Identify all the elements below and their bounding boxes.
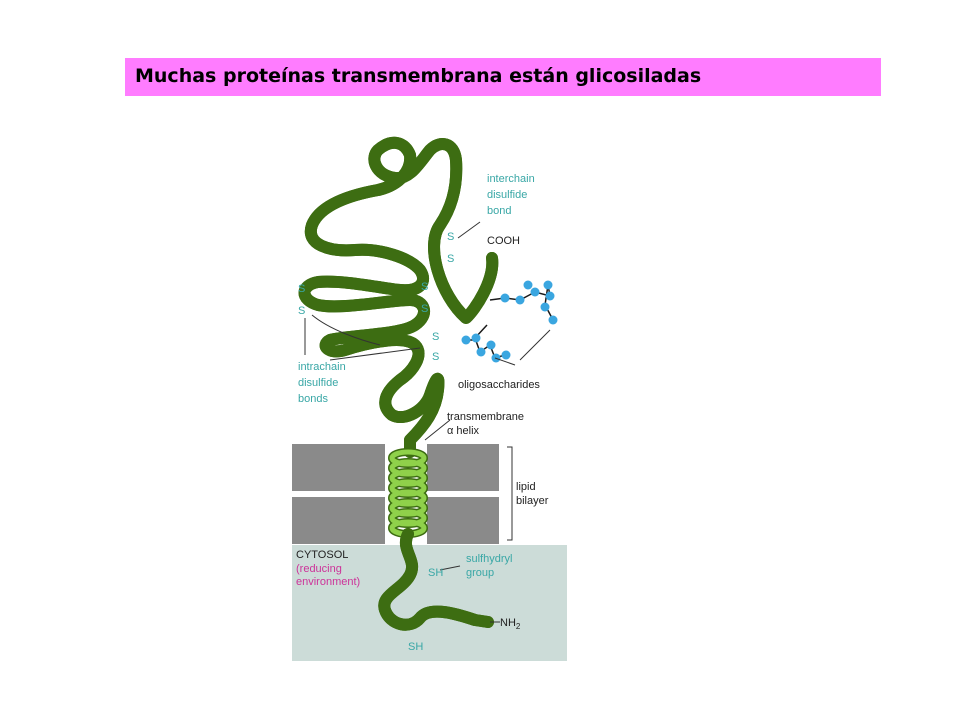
- label-intrachain: intrachain: [298, 361, 346, 373]
- label-sh-lower: SH: [408, 641, 423, 653]
- label-nh2: NH2: [500, 617, 521, 631]
- label-interchain: interchain: [487, 173, 535, 185]
- bilayer-bracket: [507, 446, 513, 541]
- membrane-outer-left: [292, 444, 385, 491]
- s-intra-1: S: [298, 283, 305, 295]
- label-reducing: (reducing: [296, 563, 342, 575]
- label-intrachain-bonds: bonds: [298, 393, 328, 405]
- protein-chain: [305, 143, 493, 625]
- membrane-inner-left: [292, 497, 385, 544]
- title-bar: Muchas proteínas transmembrana están gli…: [125, 58, 881, 96]
- label-oligosaccharides: oligosaccharides: [458, 379, 540, 391]
- membrane-inner-right: [427, 497, 499, 544]
- label-cooh: COOH: [487, 235, 520, 247]
- transmembrane-helix: [388, 448, 428, 538]
- label-environment: environment): [296, 576, 360, 588]
- label-interchain-disulfide: disulfide: [487, 189, 527, 201]
- leader-lines: [304, 221, 551, 623]
- label-alpha-helix: α helix: [447, 425, 480, 437]
- label-interchain-bond: bond: [487, 205, 511, 217]
- label-bilayer: bilayer: [516, 495, 549, 507]
- oligosaccharide-chains: [461, 280, 558, 363]
- label-cytosol: CYTOSOL: [296, 549, 348, 561]
- page-title: Muchas proteínas transmembrana están gli…: [135, 65, 702, 87]
- diagram-labels: interchain disulfide bond COOH S S S S S…: [296, 173, 549, 653]
- label-sh-upper: SH: [428, 567, 443, 579]
- label-intrachain-disulfide: disulfide: [298, 377, 338, 389]
- label-group: group: [466, 567, 494, 579]
- cytosol-region: [292, 545, 567, 661]
- s-intra-5: S: [432, 331, 439, 343]
- label-lipid: lipid: [516, 481, 536, 493]
- s-intra-3: S: [421, 281, 428, 293]
- s-inter-1: S: [447, 231, 454, 243]
- s-intra-2: S: [298, 305, 305, 317]
- label-sulfhydryl: sulfhydryl: [466, 553, 512, 565]
- s-intra-6: S: [432, 351, 439, 363]
- label-transmembrane: transmembrane: [447, 411, 524, 423]
- s-inter-2: S: [447, 253, 454, 265]
- s-intra-4: S: [421, 303, 428, 315]
- membrane-outer-right: [427, 444, 499, 491]
